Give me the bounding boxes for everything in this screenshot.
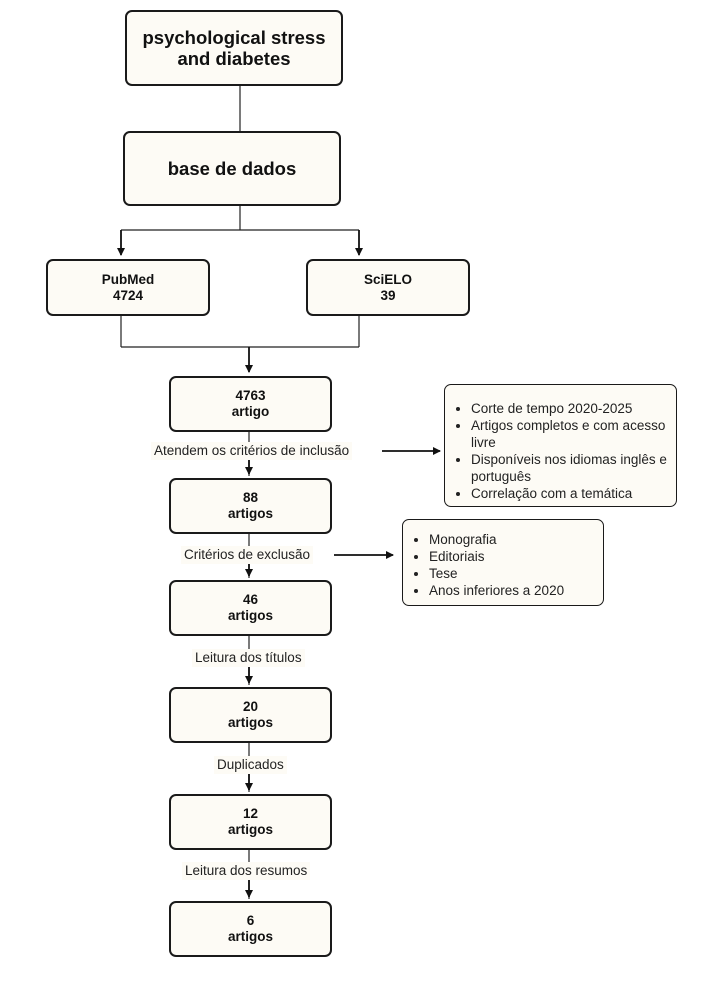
- step-value: 20: [242, 699, 259, 715]
- source-name: PubMed: [101, 271, 155, 287]
- source-count: 39: [380, 287, 396, 303]
- exclusion-criteria-box: Monografia Editoriais Tese Anos inferior…: [402, 519, 604, 606]
- step-box: 6 artigos: [169, 901, 332, 957]
- source-count: 4724: [112, 287, 144, 303]
- list-item: Tese: [429, 565, 595, 582]
- list-item: Artigos completos e com acesso livre: [471, 417, 668, 451]
- step-unit: artigos: [227, 715, 273, 730]
- filter-label: Atendem os critérios de inclusão: [151, 442, 353, 460]
- step-value: 4763: [235, 388, 266, 404]
- step-value: 6: [246, 913, 255, 929]
- list-item: Disponíveis nos idiomas inglês e portugu…: [471, 451, 668, 485]
- topic-line-2: and diabetes: [177, 48, 291, 69]
- step-unit: artigos: [227, 929, 273, 944]
- step-box: 12 artigos: [169, 794, 332, 850]
- database-box: base de dados: [123, 131, 341, 206]
- source-box-scielo: SciELO 39: [306, 259, 470, 316]
- step-unit: artigos: [227, 608, 273, 623]
- exclusion-criteria-list: Monografia Editoriais Tese Anos inferior…: [403, 531, 595, 599]
- step-unit: artigos: [227, 822, 273, 837]
- list-item: Correlação com a temática: [471, 485, 668, 502]
- source-box-pubmed: PubMed 4724: [46, 259, 210, 316]
- topic-line-1: psychological stress: [142, 26, 326, 48]
- step-unit: artigos: [227, 506, 273, 521]
- step-value: 88: [242, 490, 259, 506]
- filter-label: Leitura dos resumos: [182, 862, 311, 880]
- step-unit: artigo: [231, 404, 270, 419]
- filter-label: Critérios de exclusão: [181, 546, 314, 564]
- step-box: 4763 artigo: [169, 376, 332, 432]
- list-item: Editoriais: [429, 548, 595, 565]
- list-item: Anos inferiores a 2020: [429, 582, 595, 599]
- topic-box: psychological stress and diabetes: [125, 10, 343, 86]
- filter-label: Leitura dos títulos: [192, 649, 305, 667]
- list-item: Monografia: [429, 531, 595, 548]
- inclusion-criteria-list: Corte de tempo 2020-2025 Artigos complet…: [445, 400, 668, 502]
- step-box: 88 artigos: [169, 478, 332, 534]
- step-box: 46 artigos: [169, 580, 332, 636]
- step-value: 46: [242, 592, 259, 608]
- database-label: base de dados: [167, 157, 297, 179]
- step-box: 20 artigos: [169, 687, 332, 743]
- source-name: SciELO: [363, 271, 412, 287]
- inclusion-criteria-box: Corte de tempo 2020-2025 Artigos complet…: [444, 384, 677, 507]
- filter-label: Duplicados: [214, 756, 287, 774]
- step-value: 12: [242, 806, 259, 822]
- list-item: Corte de tempo 2020-2025: [471, 400, 668, 417]
